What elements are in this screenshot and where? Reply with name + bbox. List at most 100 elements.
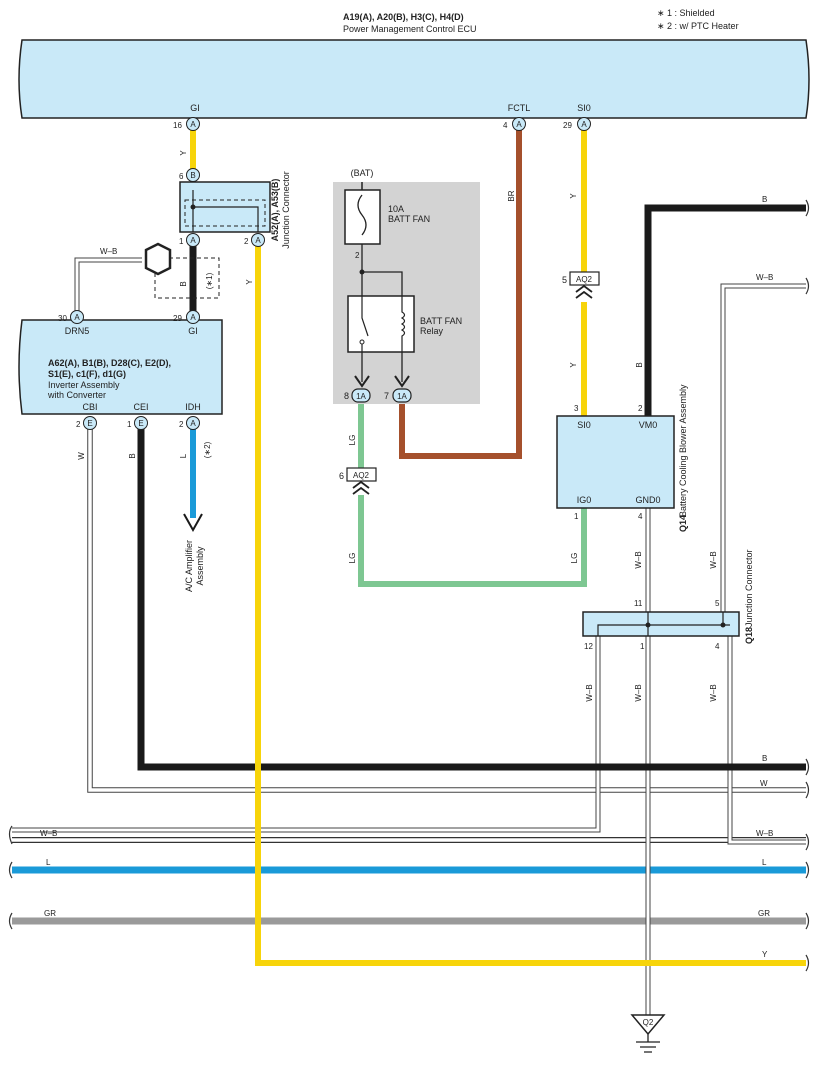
shield-note: (∗1) — [205, 272, 214, 289]
relay-terminal-icons — [354, 375, 410, 388]
connector-1a-pin7 — [392, 388, 412, 403]
fuse-name: BATT FAN — [388, 214, 430, 224]
blower-box — [556, 415, 675, 509]
relay-bat-label: (BAT) — [351, 168, 374, 178]
ptc-note: (∗2) — [203, 441, 212, 458]
svg-text:29: 29 — [563, 121, 572, 130]
connector-1a-pin8 — [351, 388, 371, 403]
wb-wire-drn5 — [74, 257, 142, 318]
blower-pin-si0: SI0 — [577, 420, 591, 430]
inverter-codes-1: A62(A), B1(B), D28(C), E2(D), — [48, 358, 171, 368]
svg-text:B: B — [190, 171, 195, 180]
svg-text:LG: LG — [348, 435, 357, 446]
svg-text:B: B — [128, 453, 137, 458]
wb-wire-q18-4 — [727, 625, 806, 845]
svg-text:29: 29 — [173, 314, 182, 323]
ecu-name: Power Management Control ECU — [343, 24, 477, 34]
svg-text:11: 11 — [634, 599, 643, 608]
svg-text:W–B: W–B — [100, 247, 117, 256]
ecu-pin-fctl: FCTL — [508, 103, 531, 113]
relay-label-2: Relay — [420, 326, 444, 336]
relay-pin-8: 8 — [344, 391, 349, 401]
svg-text:W: W — [760, 779, 768, 788]
svg-text:Y: Y — [569, 362, 578, 368]
junction-top-codes: A52(A), A53(B) — [270, 179, 280, 242]
svg-text:B: B — [635, 362, 644, 367]
svg-text:4: 4 — [638, 512, 643, 521]
svg-text:1: 1 — [127, 420, 132, 429]
svg-text:2: 2 — [76, 420, 81, 429]
svg-text:3: 3 — [574, 404, 579, 413]
svg-text:30: 30 — [58, 314, 67, 323]
note-shielded: ∗ 1 : Shielded — [657, 8, 715, 18]
aq2-connector-lower — [346, 467, 377, 482]
svg-text:LG: LG — [570, 553, 579, 564]
svg-text:Y: Y — [245, 279, 254, 285]
ac-amp-label-2: Assembly — [195, 546, 205, 586]
fuse-icon — [357, 194, 367, 236]
svg-text:W–B: W–B — [40, 829, 57, 838]
svg-text:12: 12 — [584, 642, 593, 651]
q18-name: Junction Connector — [744, 549, 754, 627]
q18-box — [582, 611, 740, 637]
wb-wire-q18-12 — [12, 625, 601, 833]
svg-text:A: A — [581, 120, 587, 129]
relay-label-1: BATT FAN — [420, 316, 462, 326]
inverter-pin-cbi: CBI — [82, 402, 97, 412]
inverter-codes-2: S1(E), c1(F), d1(G) — [48, 369, 126, 379]
svg-text:16: 16 — [173, 121, 182, 130]
svg-text:2: 2 — [244, 237, 249, 246]
q18-code: Q18 — [744, 627, 754, 644]
svg-text:1A: 1A — [397, 392, 407, 401]
svg-text:5: 5 — [715, 599, 720, 608]
svg-text:B: B — [179, 281, 188, 286]
blower-name: Battery Cooling Blower Assembly — [678, 384, 688, 517]
ecu-pin-si0: SI0 — [577, 103, 591, 113]
y-wire-bus — [255, 245, 806, 966]
relay-coil-icon — [400, 296, 406, 352]
svg-text:A: A — [516, 120, 522, 129]
w-wire-cbi — [87, 428, 806, 793]
inverter-pin-gi: GI — [188, 326, 198, 336]
blower-pin-ig0: IG0 — [577, 495, 592, 505]
svg-text:A: A — [190, 236, 196, 245]
ground-q2-icon — [630, 1014, 666, 1036]
lg-wire — [358, 402, 587, 587]
svg-text:W–B: W–B — [634, 684, 643, 701]
svg-text:LG: LG — [348, 553, 357, 564]
svg-text:A: A — [74, 313, 80, 322]
svg-text:L: L — [46, 858, 51, 867]
svg-text:A: A — [190, 120, 196, 129]
svg-text:BR: BR — [507, 190, 516, 201]
svg-text:1: 1 — [179, 237, 184, 246]
svg-text:4: 4 — [715, 642, 720, 651]
relay-pin-7: 7 — [384, 391, 389, 401]
svg-text:4: 4 — [503, 121, 508, 130]
blower-pin-vm0: VM0 — [639, 420, 658, 430]
svg-text:1: 1 — [574, 512, 579, 521]
b-wire-vm0 — [644, 204, 806, 418]
aq2-pin-6: 6 — [339, 471, 344, 481]
svg-text:2: 2 — [638, 404, 643, 413]
svg-text:A: A — [255, 236, 261, 245]
arrow-down-icon — [183, 513, 203, 533]
svg-text:Y: Y — [179, 150, 188, 156]
bus-right-caps — [805, 199, 810, 972]
svg-text:Y: Y — [569, 193, 578, 199]
svg-text:6: 6 — [179, 172, 184, 181]
fuse-pin-2: 2 — [355, 251, 360, 260]
shield-box — [154, 257, 220, 299]
inverter-name-1: Inverter Assembly — [48, 380, 120, 390]
relay-box — [347, 295, 415, 353]
svg-text:E: E — [138, 419, 143, 428]
inverter-box — [18, 319, 223, 415]
svg-text:GR: GR — [44, 909, 56, 918]
inverter-pin-cei: CEI — [133, 402, 148, 412]
svg-text:AQ2: AQ2 — [576, 275, 593, 284]
svg-text:W–B: W–B — [585, 684, 594, 701]
svg-text:W–B: W–B — [709, 551, 718, 568]
svg-text:2: 2 — [179, 420, 184, 429]
svg-text:L: L — [179, 453, 188, 458]
wb-wire-q18-5 — [720, 283, 806, 625]
